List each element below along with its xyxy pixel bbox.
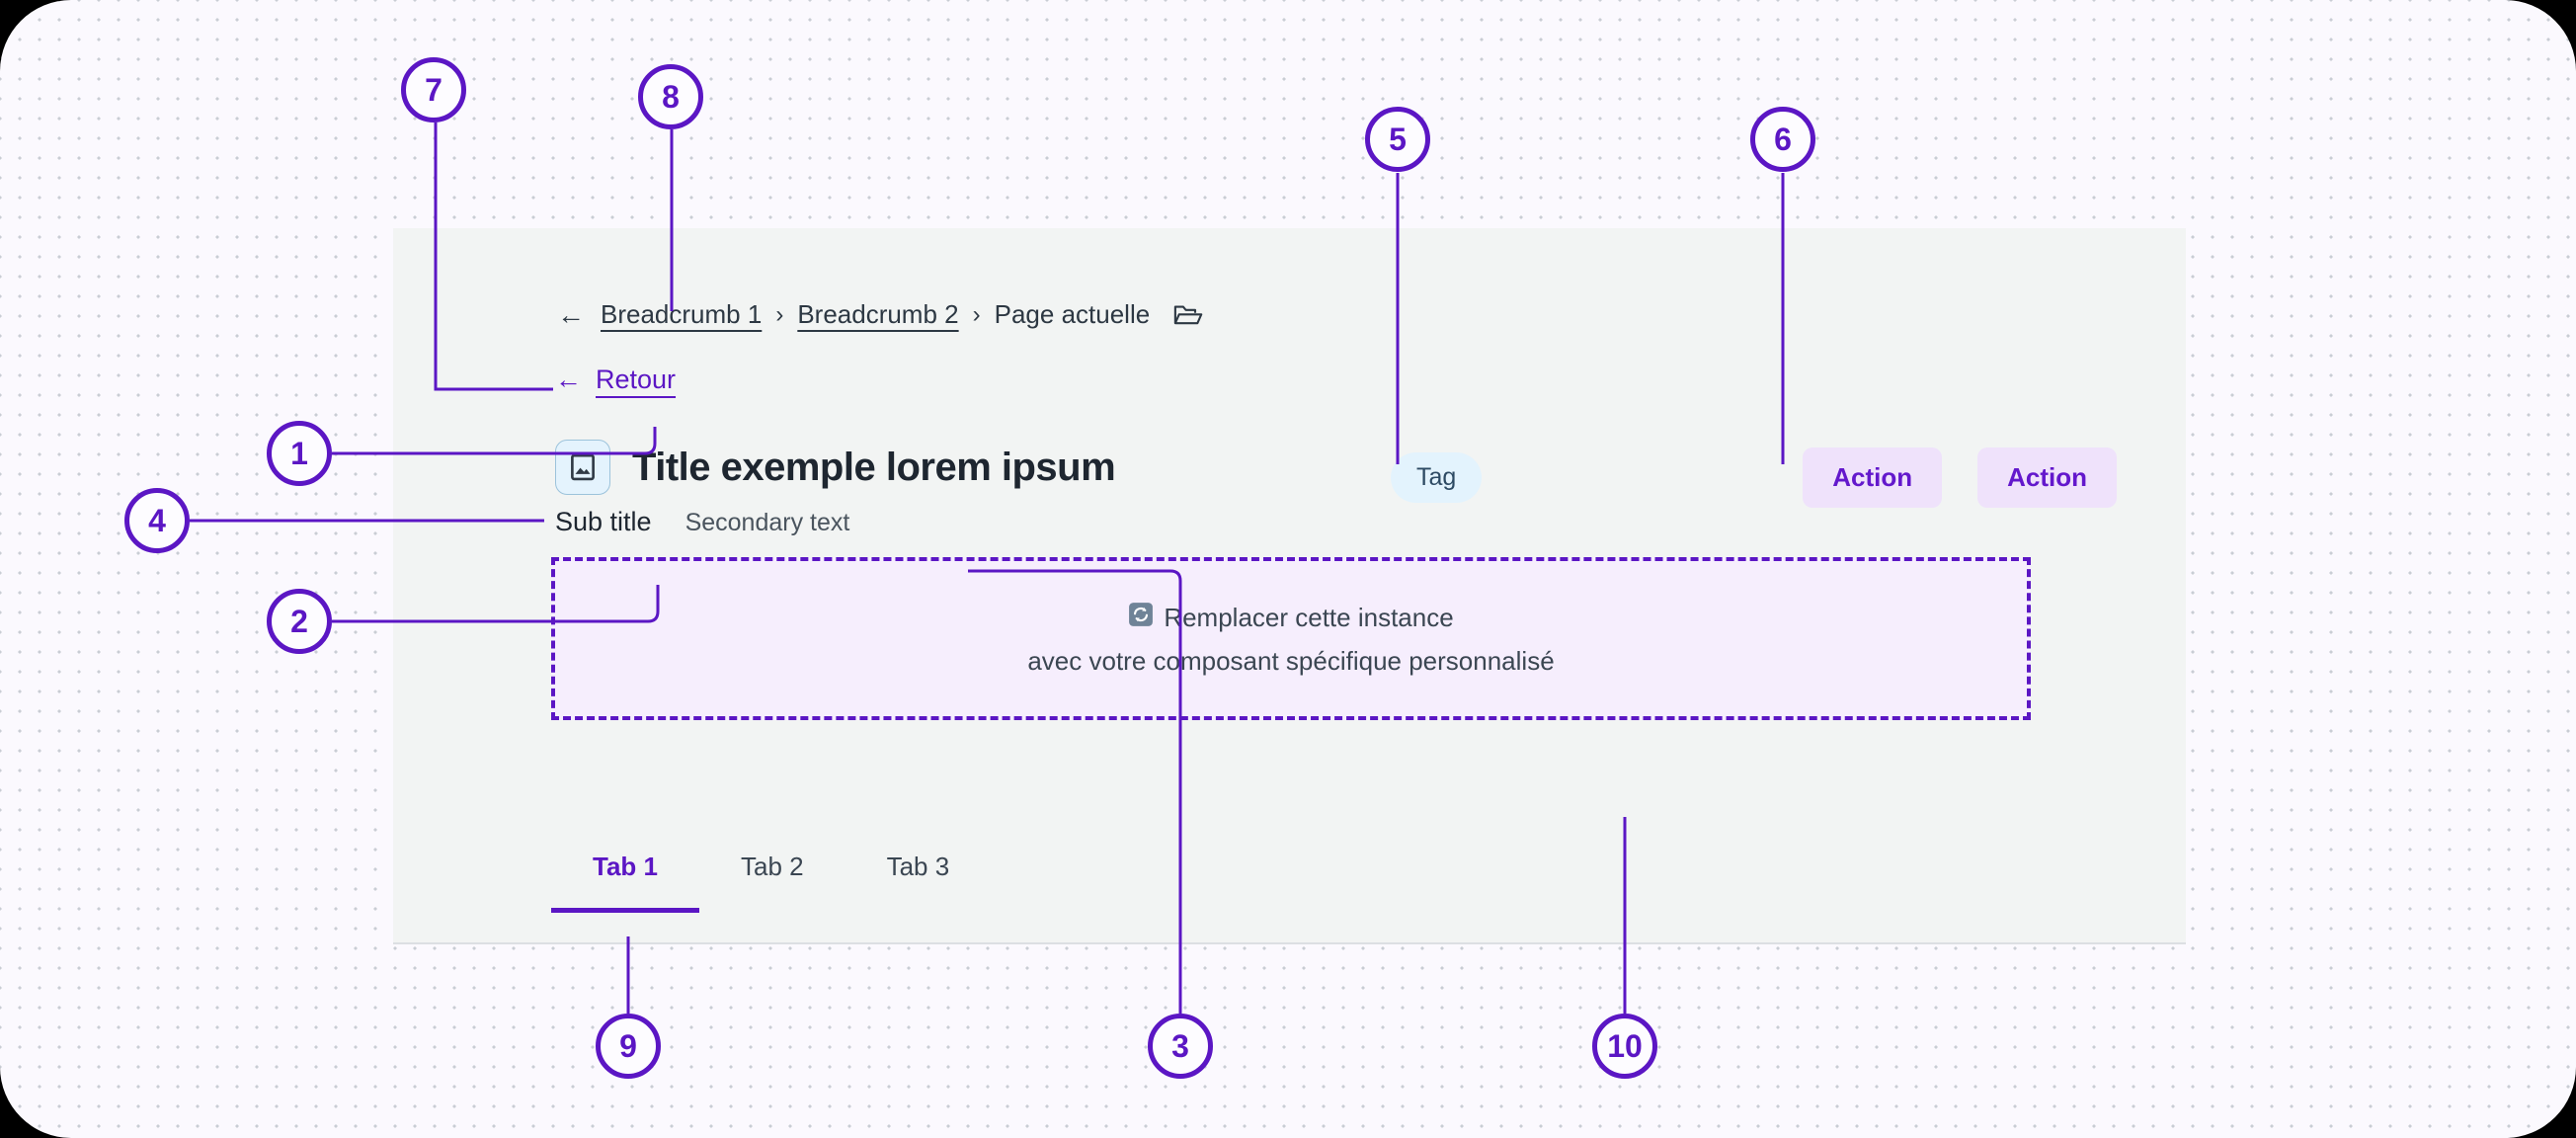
status-badge: Tag bbox=[1391, 452, 1483, 503]
sub-title: Sub title bbox=[555, 507, 652, 536]
replace-icon bbox=[1128, 602, 1154, 634]
component-slot-placeholder: Remplacer cette instance avec votre comp… bbox=[551, 557, 2031, 720]
folder-open-icon bbox=[1173, 302, 1203, 328]
annotation-badge-3[interactable]: 3 bbox=[1148, 1014, 1213, 1079]
placeholder-line-2: avec votre composant spécifique personna… bbox=[1027, 646, 1554, 677]
annotation-badge-9[interactable]: 9 bbox=[596, 1014, 661, 1079]
annotation-badge-4[interactable]: 4 bbox=[124, 488, 190, 553]
action-button-group: Action Action bbox=[1803, 447, 2117, 508]
breadcrumb-separator-icon: › bbox=[775, 300, 784, 328]
title-row: Title exemple lorem ipsum bbox=[555, 440, 1116, 495]
breadcrumb-item-2[interactable]: Breadcrumb 2 bbox=[797, 299, 959, 329]
page-header-component: ← Breadcrumb 1 › Breadcrumb 2 › Page act… bbox=[393, 228, 2186, 944]
secondary-text: Secondary text bbox=[684, 509, 850, 536]
breadcrumb-back-arrow-icon[interactable]: ← bbox=[557, 298, 585, 330]
annotation-badge-7[interactable]: 7 bbox=[401, 57, 466, 122]
image-icon bbox=[555, 440, 610, 495]
annotation-badge-2[interactable]: 2 bbox=[267, 589, 332, 654]
action-button-2[interactable]: Action bbox=[1977, 447, 2117, 508]
back-link[interactable]: ← Retour bbox=[555, 365, 676, 395]
annotation-badge-10[interactable]: 10 bbox=[1592, 1014, 1657, 1079]
annotation-badge-1[interactable]: 1 bbox=[267, 421, 332, 486]
tab-2[interactable]: Tab 2 bbox=[740, 852, 804, 881]
subtitle-row: Sub title Secondary text bbox=[555, 507, 849, 537]
back-arrow-icon: ← bbox=[555, 365, 582, 394]
breadcrumb-separator-icon: › bbox=[972, 300, 981, 328]
annotation-badge-5[interactable]: 5 bbox=[1365, 107, 1430, 172]
action-button-1[interactable]: Action bbox=[1803, 447, 1943, 508]
page-title: Title exemple lorem ipsum bbox=[632, 445, 1116, 489]
breadcrumb-item-1[interactable]: Breadcrumb 1 bbox=[601, 299, 763, 329]
placeholder-text-1: Remplacer cette instance bbox=[1164, 602, 1454, 632]
breadcrumb-current-page: Page actuelle bbox=[994, 299, 1151, 329]
breadcrumb: ← Breadcrumb 1 › Breadcrumb 2 › Page act… bbox=[557, 299, 1203, 330]
tab-1[interactable]: Tab 1 bbox=[551, 852, 699, 913]
back-link-label: Retour bbox=[596, 365, 677, 394]
annotation-badge-8[interactable]: 8 bbox=[638, 64, 703, 129]
placeholder-text-2: avec votre composant spécifique personna… bbox=[1027, 645, 1555, 676]
placeholder-line-1: Remplacer cette instance bbox=[1128, 602, 1454, 634]
annotation-badge-6[interactable]: 6 bbox=[1750, 107, 1815, 172]
tab-bar: Tab 1 Tab 2 Tab 3 bbox=[551, 852, 991, 913]
tab-3[interactable]: Tab 3 bbox=[886, 852, 950, 881]
